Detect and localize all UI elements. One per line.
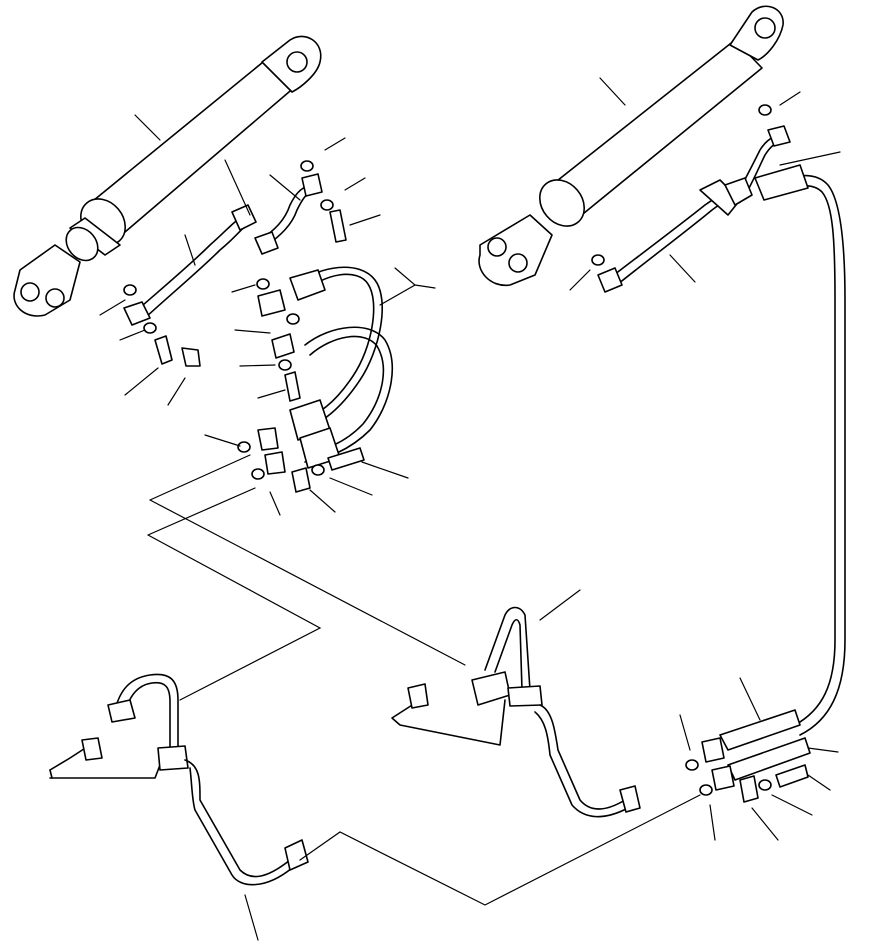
right-cylinder (478, 5, 784, 286)
bolt (329, 209, 347, 243)
right-hoses (719, 164, 846, 781)
left-small-tubes (123, 173, 323, 326)
bolt (284, 371, 301, 402)
washer (311, 464, 325, 476)
washer (758, 779, 772, 791)
boundary-lines (147, 454, 701, 906)
lower-pipes (49, 606, 641, 886)
clamp (181, 347, 201, 367)
leader-lines (99, 77, 841, 941)
o-ring (300, 160, 314, 172)
bolt (154, 335, 173, 365)
o-ring (123, 284, 137, 296)
o-ring (591, 254, 605, 266)
o-ring (685, 759, 699, 771)
washer (278, 359, 292, 371)
left-cylinder (13, 35, 322, 317)
fittings (123, 104, 809, 803)
split-flange (271, 333, 295, 359)
bolt (775, 764, 809, 788)
split-flange (264, 451, 286, 475)
split-flange (257, 427, 279, 451)
o-ring (251, 468, 265, 480)
right-small-tubes (597, 125, 791, 293)
o-ring (320, 199, 334, 211)
o-ring (286, 313, 300, 325)
o-ring (237, 441, 251, 453)
o-ring (699, 784, 713, 796)
washer (143, 322, 157, 334)
split-flange (739, 775, 759, 803)
split-flange (291, 467, 311, 493)
o-ring (256, 278, 270, 290)
o-ring (758, 104, 772, 116)
split-flange (257, 289, 286, 317)
left-hoses (289, 266, 393, 469)
split-flange (711, 765, 735, 791)
bolt (327, 447, 365, 471)
split-flange (701, 737, 725, 763)
